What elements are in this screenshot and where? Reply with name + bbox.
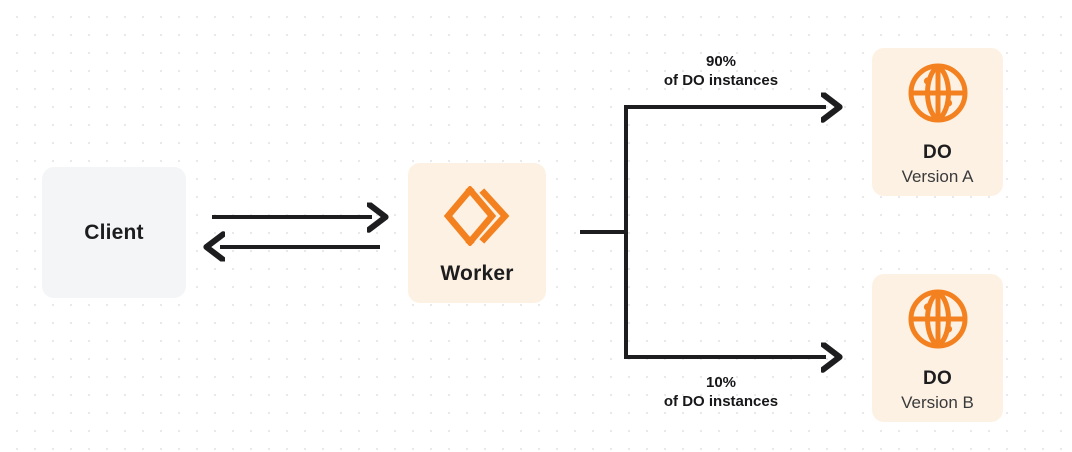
edge-label-caption: of DO instances <box>663 72 779 90</box>
edge-label-caption: of DO instances <box>663 393 779 411</box>
edge-label-10-percent: 10% of DO instances <box>598 373 844 411</box>
edge-label-90-percent: 90% of DO instances <box>598 52 844 90</box>
edge-worker-split-trunk <box>580 107 628 357</box>
cloudflare-workers-icon <box>444 186 510 246</box>
node-worker[interactable]: Worker <box>408 163 546 303</box>
node-do-subtitle: Version B <box>901 392 974 412</box>
node-do-title: DO <box>923 367 952 389</box>
globe-icon <box>907 288 969 350</box>
globe-icon <box>907 62 969 124</box>
node-do-version-b[interactable]: DO Version B <box>872 274 1003 422</box>
node-worker-label: Worker <box>440 262 514 285</box>
edge-label-percent: 10% <box>705 374 737 391</box>
node-client-label: Client <box>84 220 144 244</box>
node-do-title: DO <box>923 141 952 163</box>
node-do-version-a[interactable]: DO Version A <box>872 48 1003 196</box>
edge-label-percent: 90% <box>705 53 737 70</box>
node-do-subtitle: Version A <box>901 166 974 186</box>
node-client[interactable]: Client <box>42 167 186 298</box>
